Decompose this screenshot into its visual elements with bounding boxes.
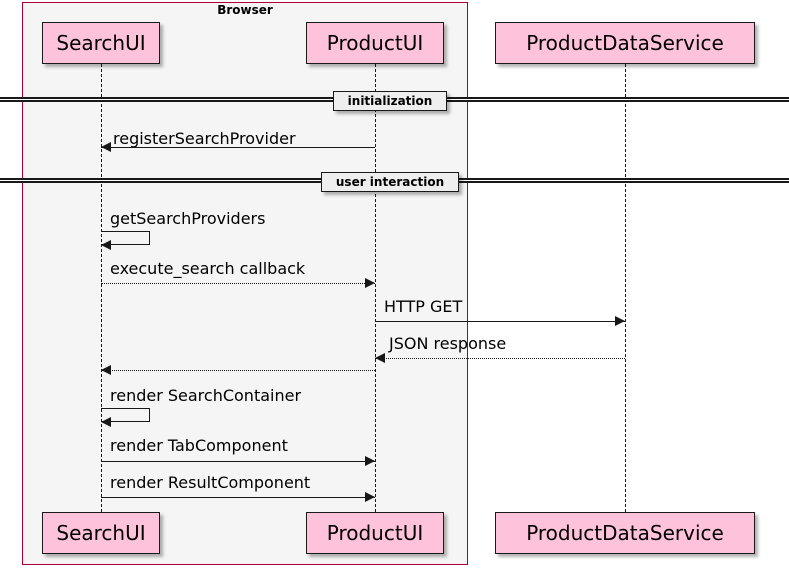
divider-label-user-interaction: user interaction <box>321 172 459 192</box>
participant-searchui-top[interactable]: SearchUI <box>42 22 160 64</box>
divider-text: initialization <box>347 94 433 108</box>
participant-productdataservice-bottom[interactable]: ProductDataService <box>495 512 755 554</box>
participant-label: ProductUI <box>326 31 424 55</box>
participant-productui-top[interactable]: ProductUI <box>306 22 444 64</box>
arrow-head-render-tabcomponent <box>365 456 375 466</box>
arrow-head-get-search-providers <box>101 240 111 250</box>
message-label-execute-search-callback: execute_search callback <box>110 259 306 278</box>
message-label-register-search-provider: registerSearchProvider <box>113 129 296 148</box>
group-title-browser: Browser <box>217 3 273 17</box>
participant-label: ProductDataService <box>526 521 724 545</box>
self-loop-get-search-providers <box>101 231 150 245</box>
message-label-json-response: JSON response <box>389 334 507 353</box>
participant-label: SearchUI <box>56 521 146 545</box>
participant-label: ProductUI <box>326 521 424 545</box>
lifeline-searchui <box>101 64 102 512</box>
participant-label: ProductDataService <box>526 31 724 55</box>
message-label-render-tabcomponent: render TabComponent <box>110 436 288 455</box>
message-label-render-searchcontainer: render SearchContainer <box>110 386 302 405</box>
lifeline-productdataservice <box>625 64 626 512</box>
message-line-execute-search-callback <box>101 283 375 284</box>
message-label-render-resultcomponent: render ResultComponent <box>110 473 311 492</box>
participant-productdataservice-top[interactable]: ProductDataService <box>495 22 755 64</box>
arrow-head-register-search-provider <box>101 142 111 152</box>
divider-label-initialization: initialization <box>333 91 447 111</box>
arrow-head-render-searchcontainer <box>101 417 111 427</box>
arrow-head-json-response <box>375 353 385 363</box>
message-line-render-resultcomponent <box>101 497 375 498</box>
message-line-render-tabcomponent <box>101 461 375 462</box>
lifeline-productui <box>375 64 376 512</box>
message-label-http-get: HTTP GET <box>384 297 463 316</box>
participant-label: SearchUI <box>56 31 146 55</box>
participant-productui-bottom[interactable]: ProductUI <box>306 512 444 554</box>
arrow-head-render-resultcomponent <box>365 492 375 502</box>
message-line-register-search-provider <box>101 147 375 148</box>
message-line-return-to-searchui <box>101 370 375 371</box>
arrow-head-execute-search-callback <box>365 278 375 288</box>
divider-text: user interaction <box>335 175 445 189</box>
message-line-http-get <box>375 321 625 322</box>
message-line-json-response <box>375 358 625 359</box>
arrow-head-http-get <box>615 316 625 326</box>
message-label-get-search-providers: getSearchProviders <box>110 209 266 228</box>
arrow-head-return-to-searchui <box>101 365 111 375</box>
self-loop-render-searchcontainer <box>101 408 150 422</box>
participant-searchui-bottom[interactable]: SearchUI <box>42 512 160 554</box>
